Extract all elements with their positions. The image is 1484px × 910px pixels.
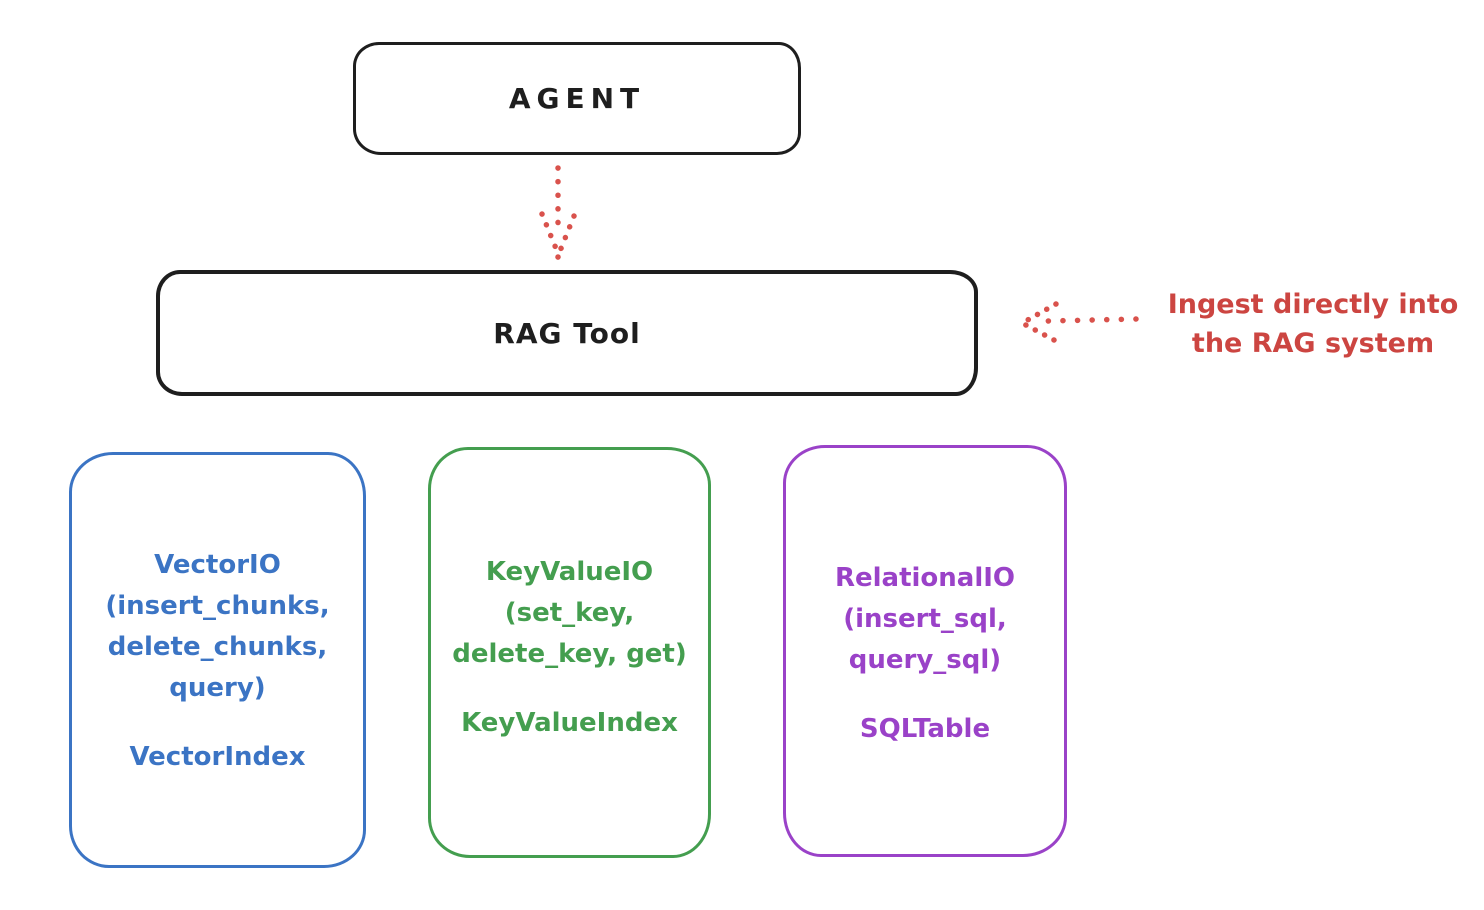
dotted-arrow-agent-to-ragtool-icon <box>539 165 577 260</box>
keyvalueio-methods-line: (set_key, <box>504 598 635 628</box>
ragtool-node: RAG Tool <box>156 270 978 396</box>
spacer <box>431 675 708 703</box>
spacer <box>72 709 363 737</box>
keyvalueio-node: KeyValueIO (set_key, delete_key, get) Ke… <box>428 447 711 858</box>
relationalio-node: RelationalIO (insert_sql, query_sql) SQL… <box>783 445 1067 857</box>
agent-node: AGENT <box>353 42 801 155</box>
vectorindex-label: VectorIndex <box>129 742 306 772</box>
spacer <box>786 681 1064 709</box>
vectorio-methods-line: query) <box>169 673 266 703</box>
keyvalueio-title-line: KeyValueIO <box>485 557 654 587</box>
ingest-annotation: Ingest directly into the RAG system <box>1140 285 1484 363</box>
vectorio-title-line: VectorIO <box>154 550 281 580</box>
annotation-line-1: Ingest directly into <box>1167 289 1459 320</box>
relationalio-title-line: RelationalIO <box>834 563 1016 593</box>
vectorio-methods-line: (insert_chunks, <box>105 591 330 621</box>
sqltable-label: SQLTable <box>859 714 991 744</box>
annotation-line-2: the RAG system <box>1191 328 1435 359</box>
keyvalueio-methods-line: delete_key, get) <box>452 639 687 669</box>
agent-label: AGENT <box>508 82 646 115</box>
ragtool-label: RAG Tool <box>493 316 641 350</box>
relationalio-methods-line: (insert_sql, <box>843 604 1007 634</box>
keyvalueindex-label: KeyValueIndex <box>461 708 678 738</box>
dotted-arrow-ingest-to-ragtool-icon <box>1021 301 1139 343</box>
relationalio-methods-line: query_sql) <box>848 645 1002 675</box>
vectorio-methods-line: delete_chunks, <box>107 632 328 662</box>
vectorio-node: VectorIO (insert_chunks, delete_chunks, … <box>69 452 366 868</box>
